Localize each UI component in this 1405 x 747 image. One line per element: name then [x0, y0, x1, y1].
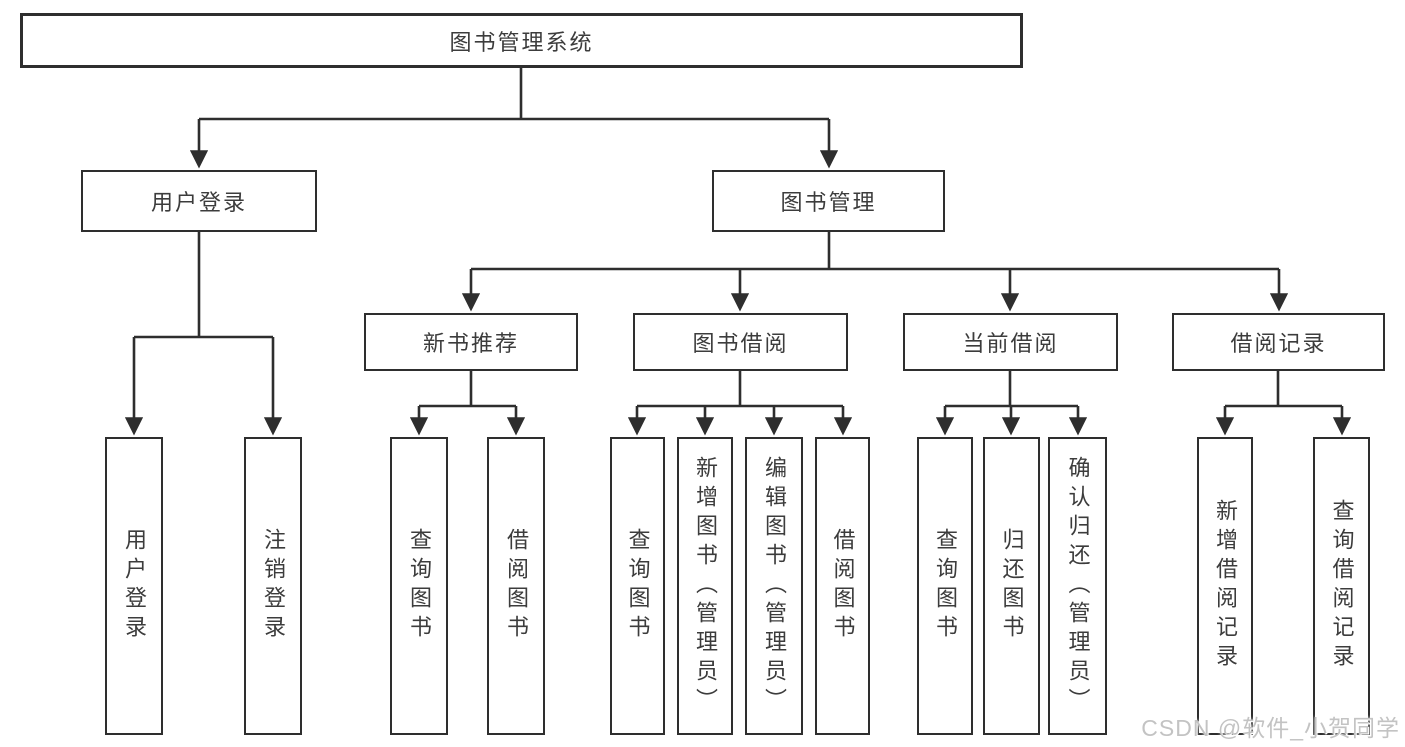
node-leaf-query-borrow-record: 查询借阅记录 — [1313, 437, 1370, 735]
node-leaf-user-login: 用户登录 — [105, 437, 163, 735]
node-leaf-borrow-books: 借阅图书 — [815, 437, 870, 735]
node-borrowing-records: 借阅记录 — [1172, 313, 1385, 371]
node-leaf-query-books-rec: 查询图书 — [390, 437, 448, 735]
watermark: CSDN @软件_小贺同学 — [1141, 715, 1400, 741]
node-leaf-query-books-current: 查询图书 — [917, 437, 973, 735]
node-user-login: 用户登录 — [81, 170, 317, 232]
node-leaf-add-books-admin: 新增图书（管理员） — [677, 437, 733, 735]
node-library-management-system: 图书管理系统 — [20, 13, 1023, 68]
node-leaf-borrow-books-rec: 借阅图书 — [487, 437, 545, 735]
node-book-borrowing: 图书借阅 — [633, 313, 848, 371]
node-new-book-recommendation: 新书推荐 — [364, 313, 578, 371]
node-leaf-add-borrow-record: 新增借阅记录 — [1197, 437, 1253, 735]
node-leaf-return-books: 归还图书 — [983, 437, 1040, 735]
node-current-borrowing: 当前借阅 — [903, 313, 1118, 371]
node-leaf-confirm-return-admin: 确认归还（管理员） — [1048, 437, 1107, 735]
node-book-management: 图书管理 — [712, 170, 945, 232]
node-leaf-edit-books-admin: 编辑图书（管理员） — [745, 437, 803, 735]
node-leaf-query-books-borrow: 查询图书 — [610, 437, 665, 735]
node-leaf-logout: 注销登录 — [244, 437, 302, 735]
